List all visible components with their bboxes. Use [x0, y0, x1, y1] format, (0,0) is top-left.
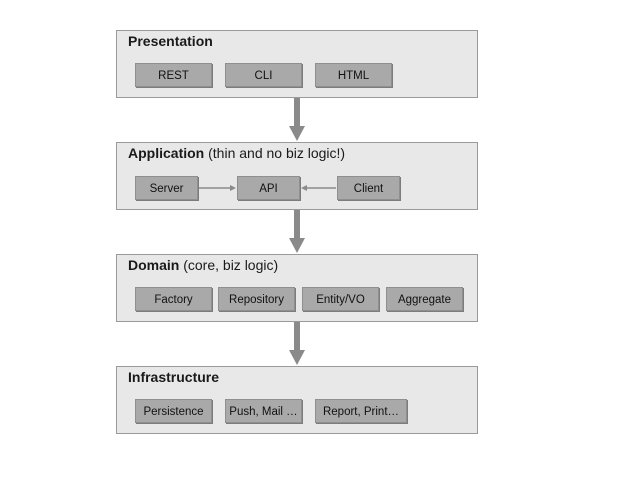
aggregate-box: Aggregate	[386, 287, 463, 311]
report-print-box: Report, Print…	[315, 399, 407, 423]
layer-note: (core, biz logic)	[183, 257, 279, 273]
persistence-box: Persistence	[135, 399, 212, 423]
entity-vo-box: Entity/VO	[302, 287, 379, 311]
layer-name: Application	[128, 145, 205, 161]
domain-layer-title: Domain (core, biz logic)	[128, 257, 278, 273]
layer-note: (thin and no biz logic!)	[208, 145, 346, 161]
cli-box: CLI	[225, 63, 302, 87]
client-box: Client	[337, 176, 400, 200]
down-arrow-application-domain	[289, 210, 305, 253]
server-box: Server	[135, 176, 198, 200]
domain-layer: Domain (core, biz logic) Factory Reposit…	[116, 254, 478, 322]
server-to-api-arrow	[199, 185, 236, 191]
application-layer: Application (thin and no biz logic!) Ser…	[116, 142, 478, 210]
application-connectors	[199, 185, 336, 191]
layer-name: Infrastructure	[128, 369, 220, 385]
layer-name: Presentation	[128, 33, 213, 49]
push-mail-box: Push, Mail …	[225, 399, 302, 423]
layer-name: Domain	[128, 257, 180, 273]
application-layer-title: Application (thin and no biz logic!)	[128, 145, 345, 161]
repository-box: Repository	[218, 287, 295, 311]
client-to-api-arrow	[301, 185, 336, 191]
api-box: API	[237, 176, 300, 200]
infrastructure-layer-title: Infrastructure	[128, 369, 219, 385]
rest-box: REST	[135, 63, 212, 87]
presentation-layer: Presentation REST CLI HTML	[116, 30, 478, 98]
down-arrow-presentation-application	[289, 98, 305, 141]
factory-box: Factory	[135, 287, 212, 311]
infrastructure-layer: Infrastructure Persistence Push, Mail … …	[116, 366, 478, 434]
presentation-layer-title: Presentation	[128, 33, 213, 49]
down-arrow-domain-infrastructure	[289, 322, 305, 365]
html-box: HTML	[315, 63, 392, 87]
